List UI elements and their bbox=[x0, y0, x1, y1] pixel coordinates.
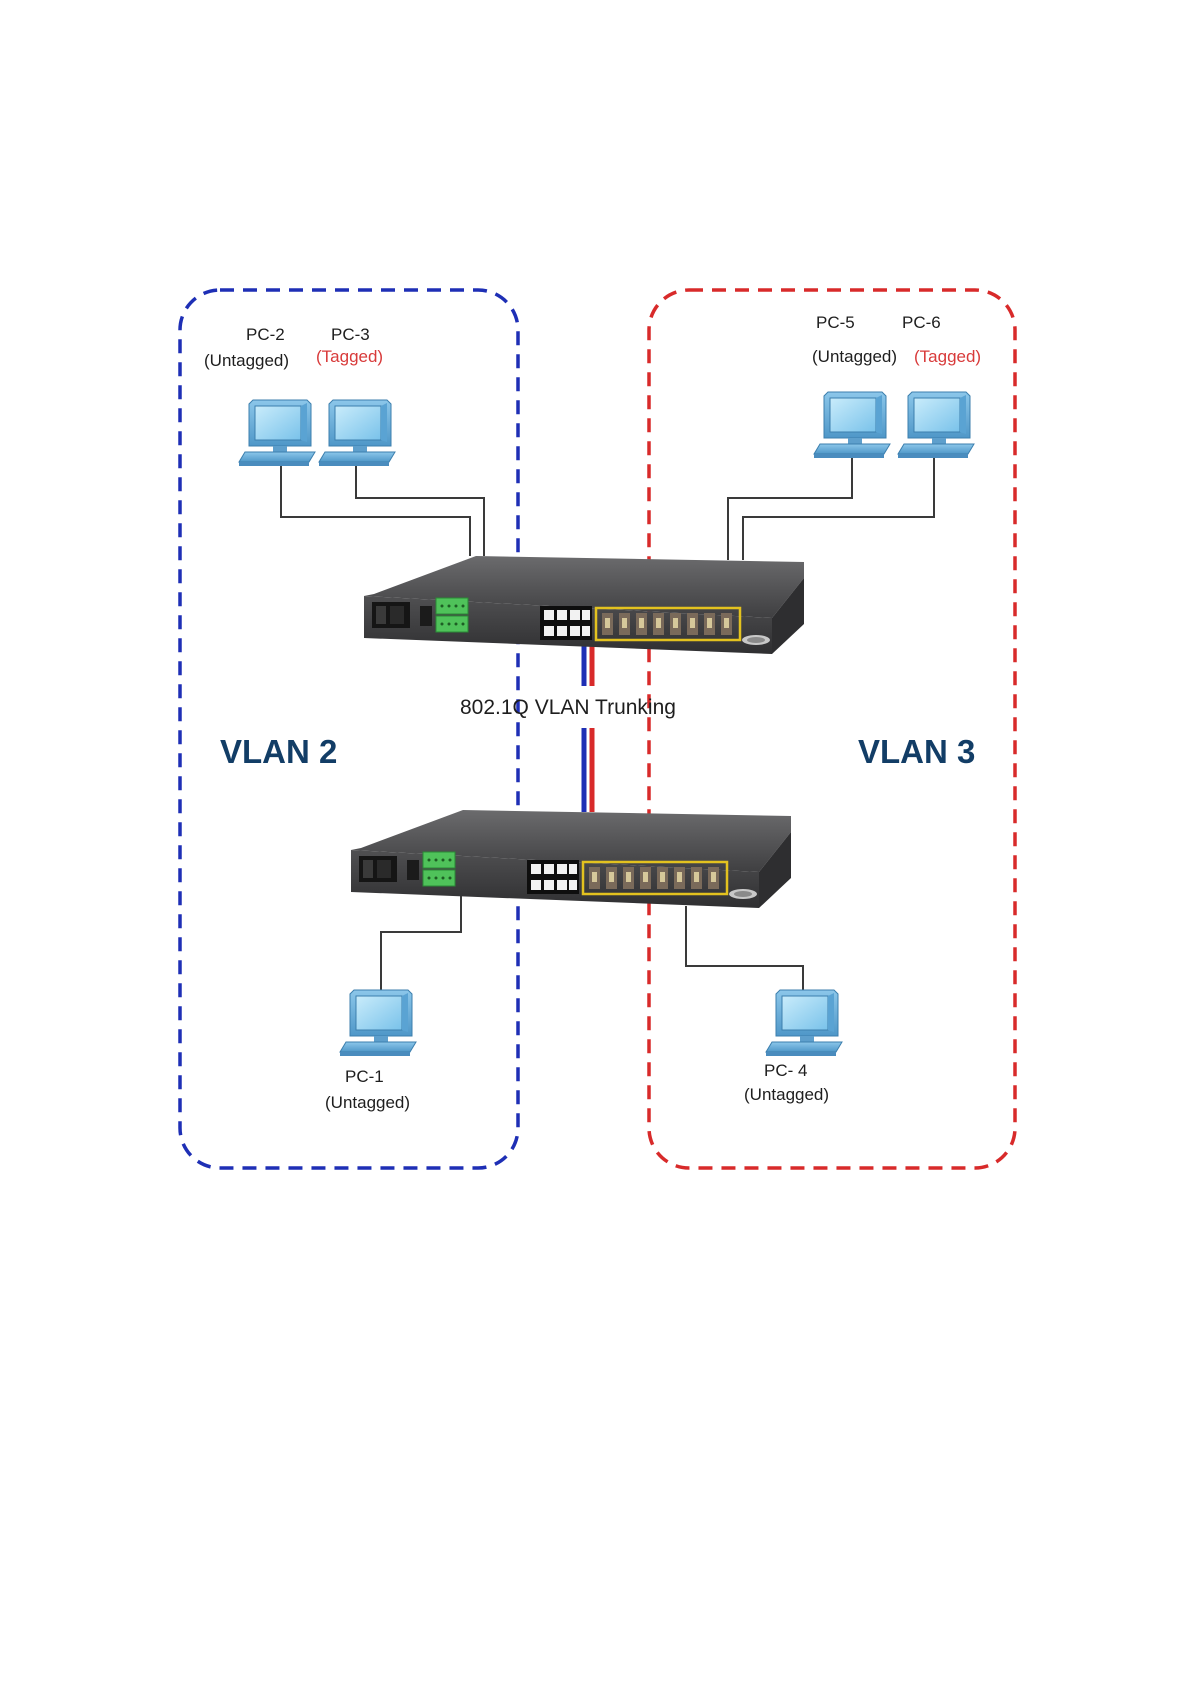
cable-pc1 bbox=[381, 892, 461, 990]
computer-icon bbox=[239, 400, 315, 466]
trunk-link: 802.1Q VLAN Trunking bbox=[460, 646, 676, 812]
pc4-name: PC- 4 bbox=[764, 1061, 807, 1080]
computer-icon bbox=[766, 990, 842, 1056]
computer-icon bbox=[898, 392, 974, 458]
pc4-label: PC- 4 (Untagged) bbox=[744, 1061, 829, 1104]
pc5-label: PC-5 (Untagged) bbox=[812, 313, 897, 366]
pc1-mode: (Untagged) bbox=[325, 1093, 410, 1112]
vlan2-title: VLAN 2 bbox=[220, 733, 337, 770]
trunk-label: 802.1Q VLAN Trunking bbox=[460, 696, 676, 719]
pc4-mode: (Untagged) bbox=[744, 1085, 829, 1104]
ethernet-cables bbox=[281, 456, 934, 990]
pc3-name: PC-3 bbox=[331, 325, 370, 344]
cable-pc5 bbox=[728, 456, 852, 560]
cable-pc3 bbox=[356, 462, 484, 556]
pc6-name: PC-6 bbox=[902, 313, 941, 332]
pc6-mode: (Tagged) bbox=[914, 347, 981, 366]
cable-pc6 bbox=[743, 456, 934, 560]
pc3-label: PC-3 (Tagged) bbox=[316, 325, 383, 366]
computer-icon bbox=[319, 400, 395, 466]
pc3-mode: (Tagged) bbox=[316, 347, 383, 366]
vlan3-title: VLAN 3 bbox=[858, 733, 975, 770]
pc1-name: PC-1 bbox=[345, 1067, 384, 1086]
pc6-label: PC-6 (Tagged) bbox=[902, 313, 981, 366]
computer-icon bbox=[814, 392, 890, 458]
pc2-name: PC-2 bbox=[246, 325, 285, 344]
network-switch-icon bbox=[351, 810, 791, 908]
pc2-mode: (Untagged) bbox=[204, 351, 289, 370]
pc5-name: PC-5 bbox=[816, 313, 855, 332]
cable-pc2 bbox=[281, 462, 470, 556]
network-switch-icon bbox=[364, 556, 804, 654]
computer-icon bbox=[340, 990, 416, 1056]
cable-pc4 bbox=[686, 906, 803, 990]
pc1-label: PC-1 (Untagged) bbox=[325, 1067, 410, 1112]
pc5-mode: (Untagged) bbox=[812, 347, 897, 366]
pc2-label: PC-2 (Untagged) bbox=[204, 325, 289, 370]
